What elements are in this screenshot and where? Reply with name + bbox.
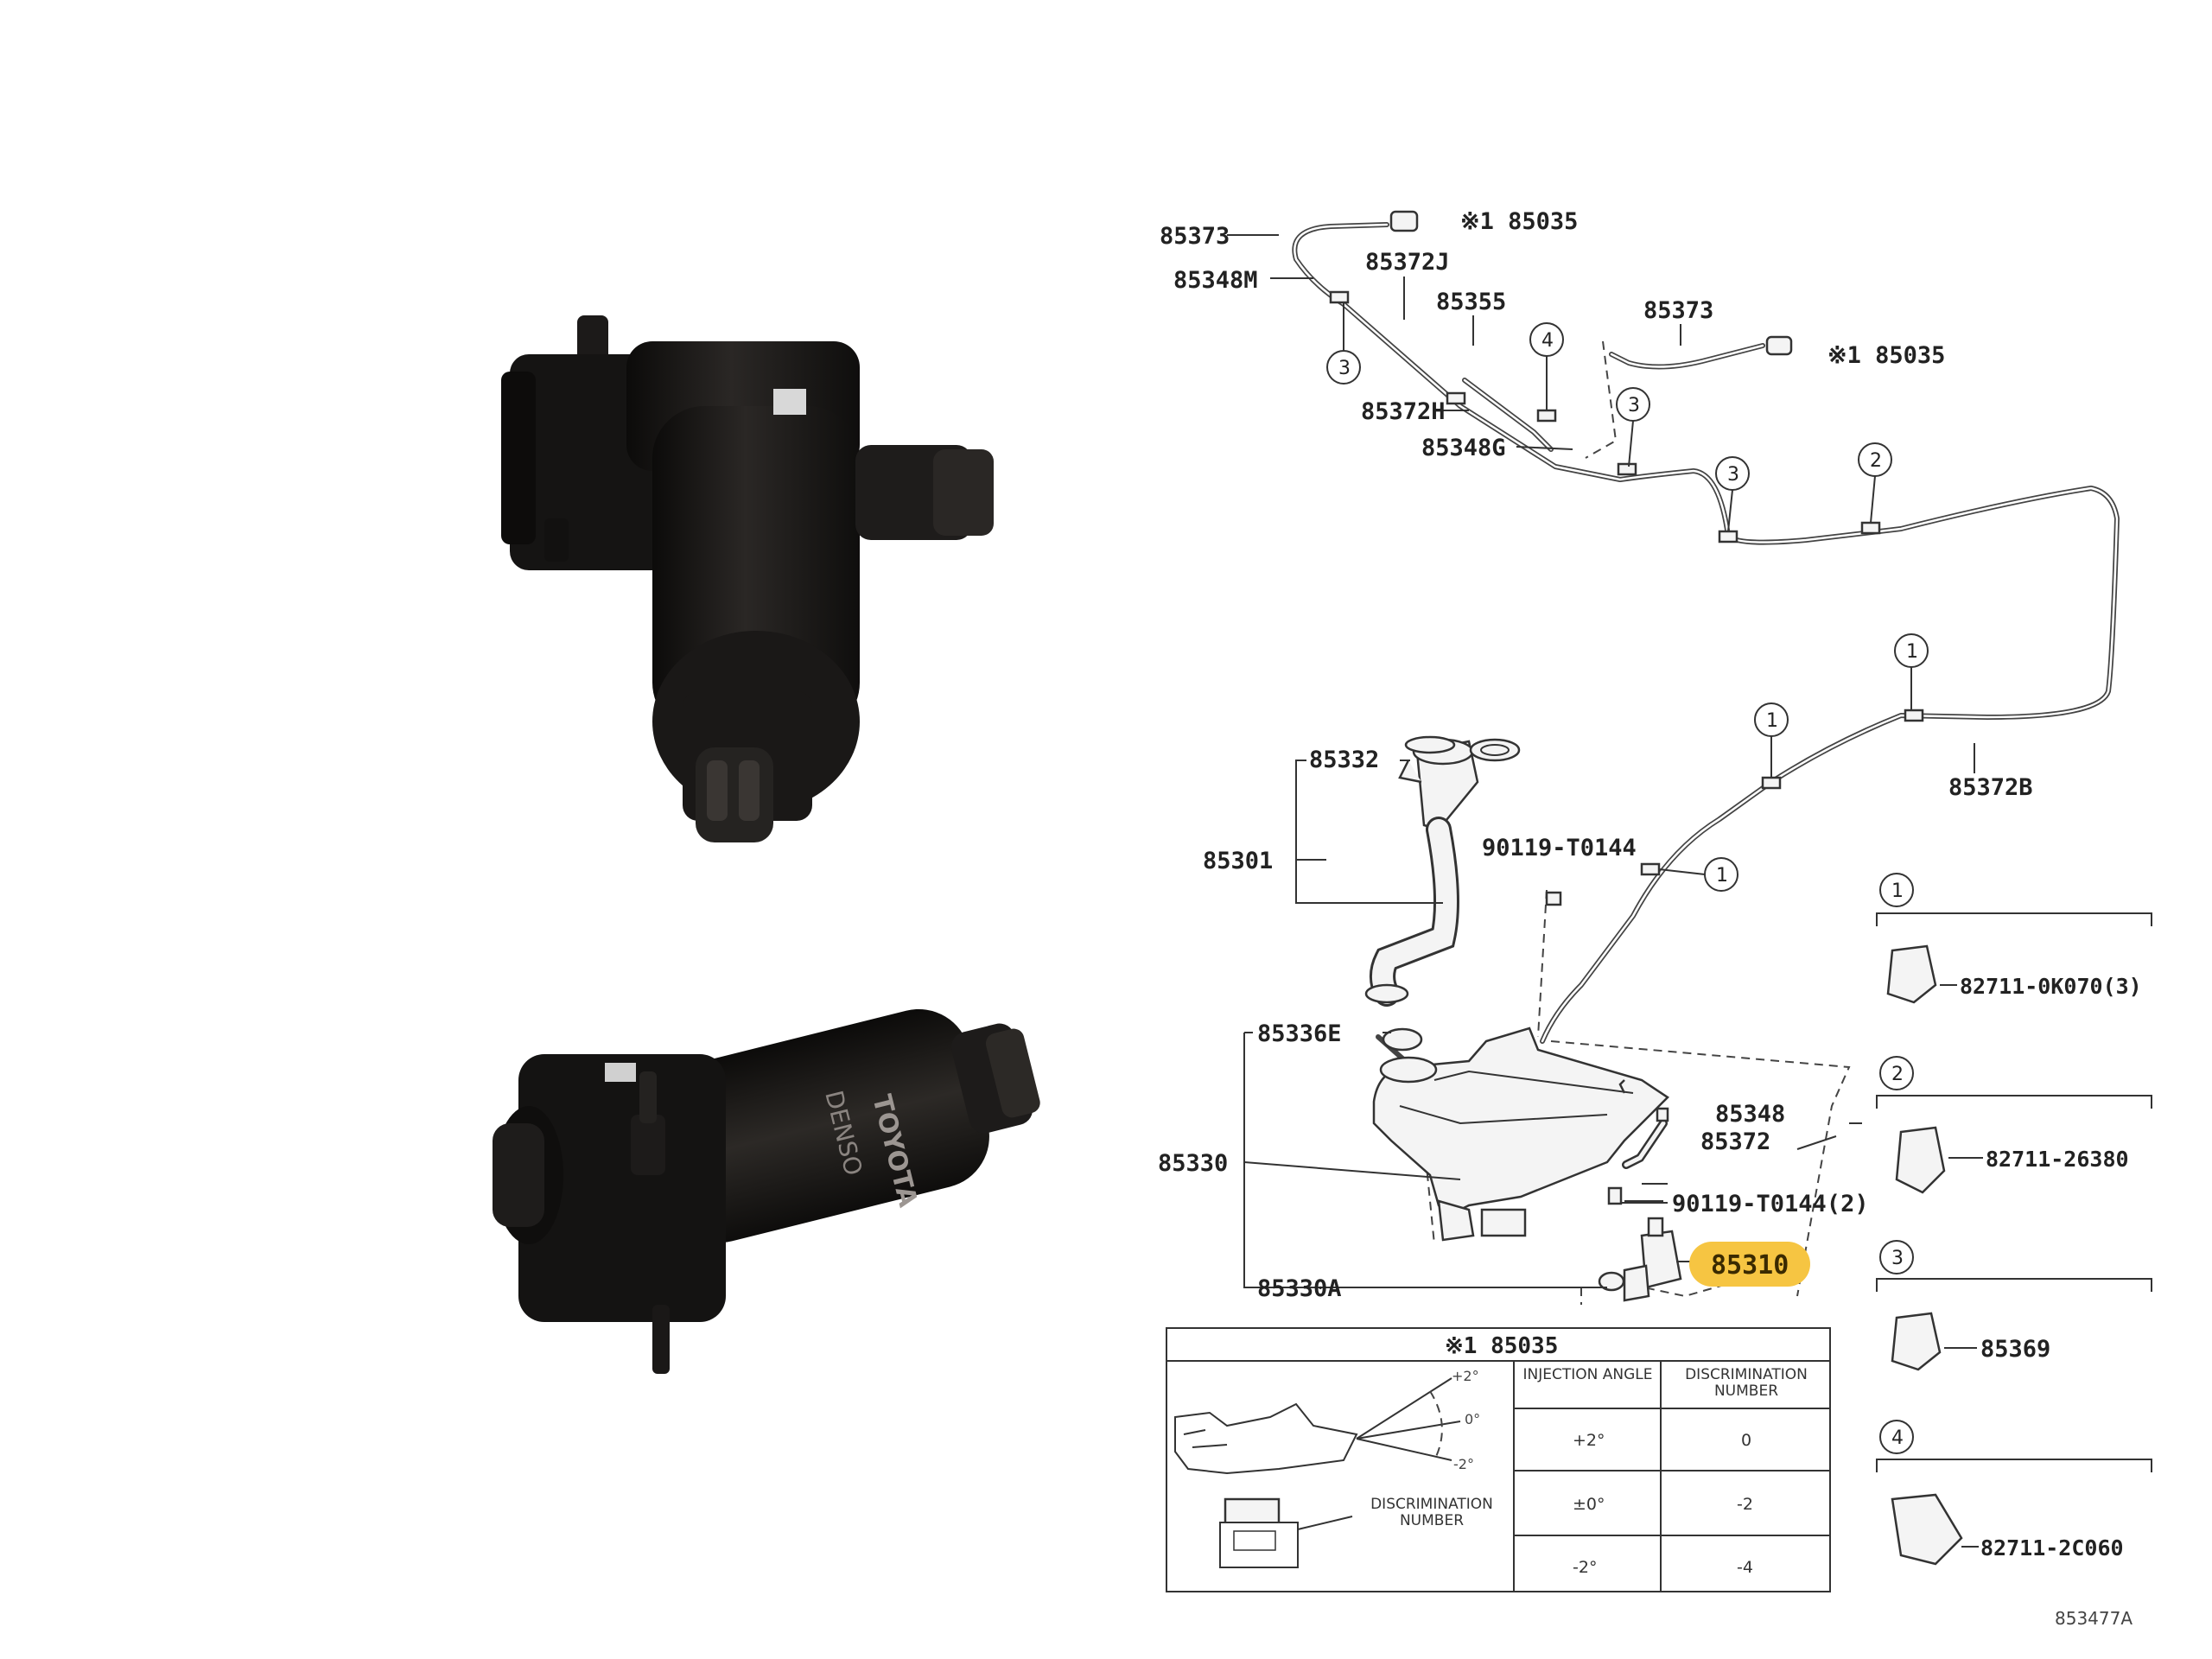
table-header-angle: INJECTION ANGLE xyxy=(1522,1366,1653,1383)
label-85373-top: 85373 xyxy=(1160,223,1230,250)
legend-item-1: 1 82711-0K070(3) xyxy=(1876,873,2152,1004)
svg-text:3: 3 xyxy=(1628,395,1640,416)
svg-text:1: 1 xyxy=(1891,880,1904,902)
svg-text:2: 2 xyxy=(1891,1064,1904,1085)
label-90119-bot: 90119-T0144(2) xyxy=(1672,1191,1869,1217)
svg-text:3: 3 xyxy=(1338,358,1351,379)
svg-text:2: 2 xyxy=(1870,450,1882,472)
washer-hose-routing xyxy=(1292,210,2120,1305)
hose-clamp-markers: 3 4 3 3 2 1 1 1 xyxy=(1326,302,1929,892)
highlight-85310 xyxy=(1689,1242,1810,1287)
label-85348G: 85348G xyxy=(1421,435,1506,461)
fig-discrimination-label: DISCRIMINATION NUMBER xyxy=(1370,1497,1493,1529)
svg-text:1: 1 xyxy=(1906,641,1918,663)
legend-item-2: 2 82711-26380 xyxy=(1876,1056,2152,1194)
washer-tank-assembly xyxy=(1364,735,1682,1302)
washer-pump-photo-side: TOYOTA DENSO xyxy=(493,1008,1040,1374)
label-85301: 85301 xyxy=(1203,848,1273,874)
label-85035-mid: ※1 85035 xyxy=(1827,342,1945,369)
label-85373-mid: 85373 xyxy=(1643,297,1713,324)
legend-item-3: 3 85369 xyxy=(1876,1240,2152,1371)
label-85355: 85355 xyxy=(1436,289,1506,315)
washer-pump-photo-upright xyxy=(501,315,994,842)
legend-label-2: 82711-26380 xyxy=(1986,1147,2129,1172)
table-title: ※1 85035 xyxy=(1445,1333,1558,1359)
fig-angle-mid: 0° xyxy=(1465,1411,1480,1427)
label-90119-top: 90119-T0144 xyxy=(1482,835,1637,861)
callout-labels: 85373 ※1 85035 85372J 85348M 85355 85373… xyxy=(1158,208,2033,1302)
svg-text:1: 1 xyxy=(1716,865,1728,887)
legend-label-3: 85369 xyxy=(1980,1336,2050,1363)
table-row-1-number: 0 xyxy=(1741,1431,1751,1450)
legend-item-4: 4 82711-2C060 xyxy=(1876,1420,2152,1566)
svg-text:4: 4 xyxy=(1541,330,1554,352)
legend-label-1: 82711-0K070(3) xyxy=(1960,974,2142,999)
label-85372: 85372 xyxy=(1700,1128,1770,1155)
legend-label-4: 82711-2C060 xyxy=(1980,1535,2124,1560)
leader-lines xyxy=(1227,234,1975,1288)
table-header-number: DISCRIMINATION NUMBER xyxy=(1685,1366,1808,1400)
table-row-3-angle: -2° xyxy=(1573,1558,1597,1577)
label-85330: 85330 xyxy=(1158,1150,1228,1177)
diagram-ref-code: 853477A xyxy=(2055,1608,2133,1629)
table-row-2-angle: ±0° xyxy=(1573,1495,1605,1514)
fig-angle-bot: -2° xyxy=(1453,1456,1474,1472)
label-85336E: 85336E xyxy=(1257,1020,1342,1047)
label-85310: 85310 xyxy=(1711,1250,1789,1281)
nozzle-figure: +2° 0° -2° DISCRIMINATION NUMBER xyxy=(1174,1368,1493,1568)
table-row-1-angle: +2° xyxy=(1573,1431,1605,1450)
svg-text:3: 3 xyxy=(1891,1248,1904,1269)
label-85348M: 85348M xyxy=(1173,267,1258,294)
label-85372B: 85372B xyxy=(1948,774,2033,801)
clamp-legend: 1 82711-0K070(3) 2 82711-26380 3 85369 4 xyxy=(1876,873,2152,1566)
label-85332: 85332 xyxy=(1309,747,1379,773)
table-row-3-number: -4 xyxy=(1737,1558,1753,1577)
svg-text:1: 1 xyxy=(1766,710,1778,732)
table-row-2-number: -2 xyxy=(1737,1495,1753,1514)
svg-text:3: 3 xyxy=(1727,464,1739,486)
fig-angle-top: +2° xyxy=(1452,1368,1479,1384)
label-85348: 85348 xyxy=(1715,1101,1785,1128)
svg-text:4: 4 xyxy=(1891,1427,1904,1449)
label-85372H: 85372H xyxy=(1361,398,1446,425)
label-85035-top: ※1 85035 xyxy=(1460,208,1578,235)
nozzle-angle-table: ※1 85035 INJECTION ANGLE DISCRIMINATION … xyxy=(1166,1327,1831,1592)
label-85330A: 85330A xyxy=(1257,1275,1342,1302)
label-85372J: 85372J xyxy=(1365,249,1450,276)
